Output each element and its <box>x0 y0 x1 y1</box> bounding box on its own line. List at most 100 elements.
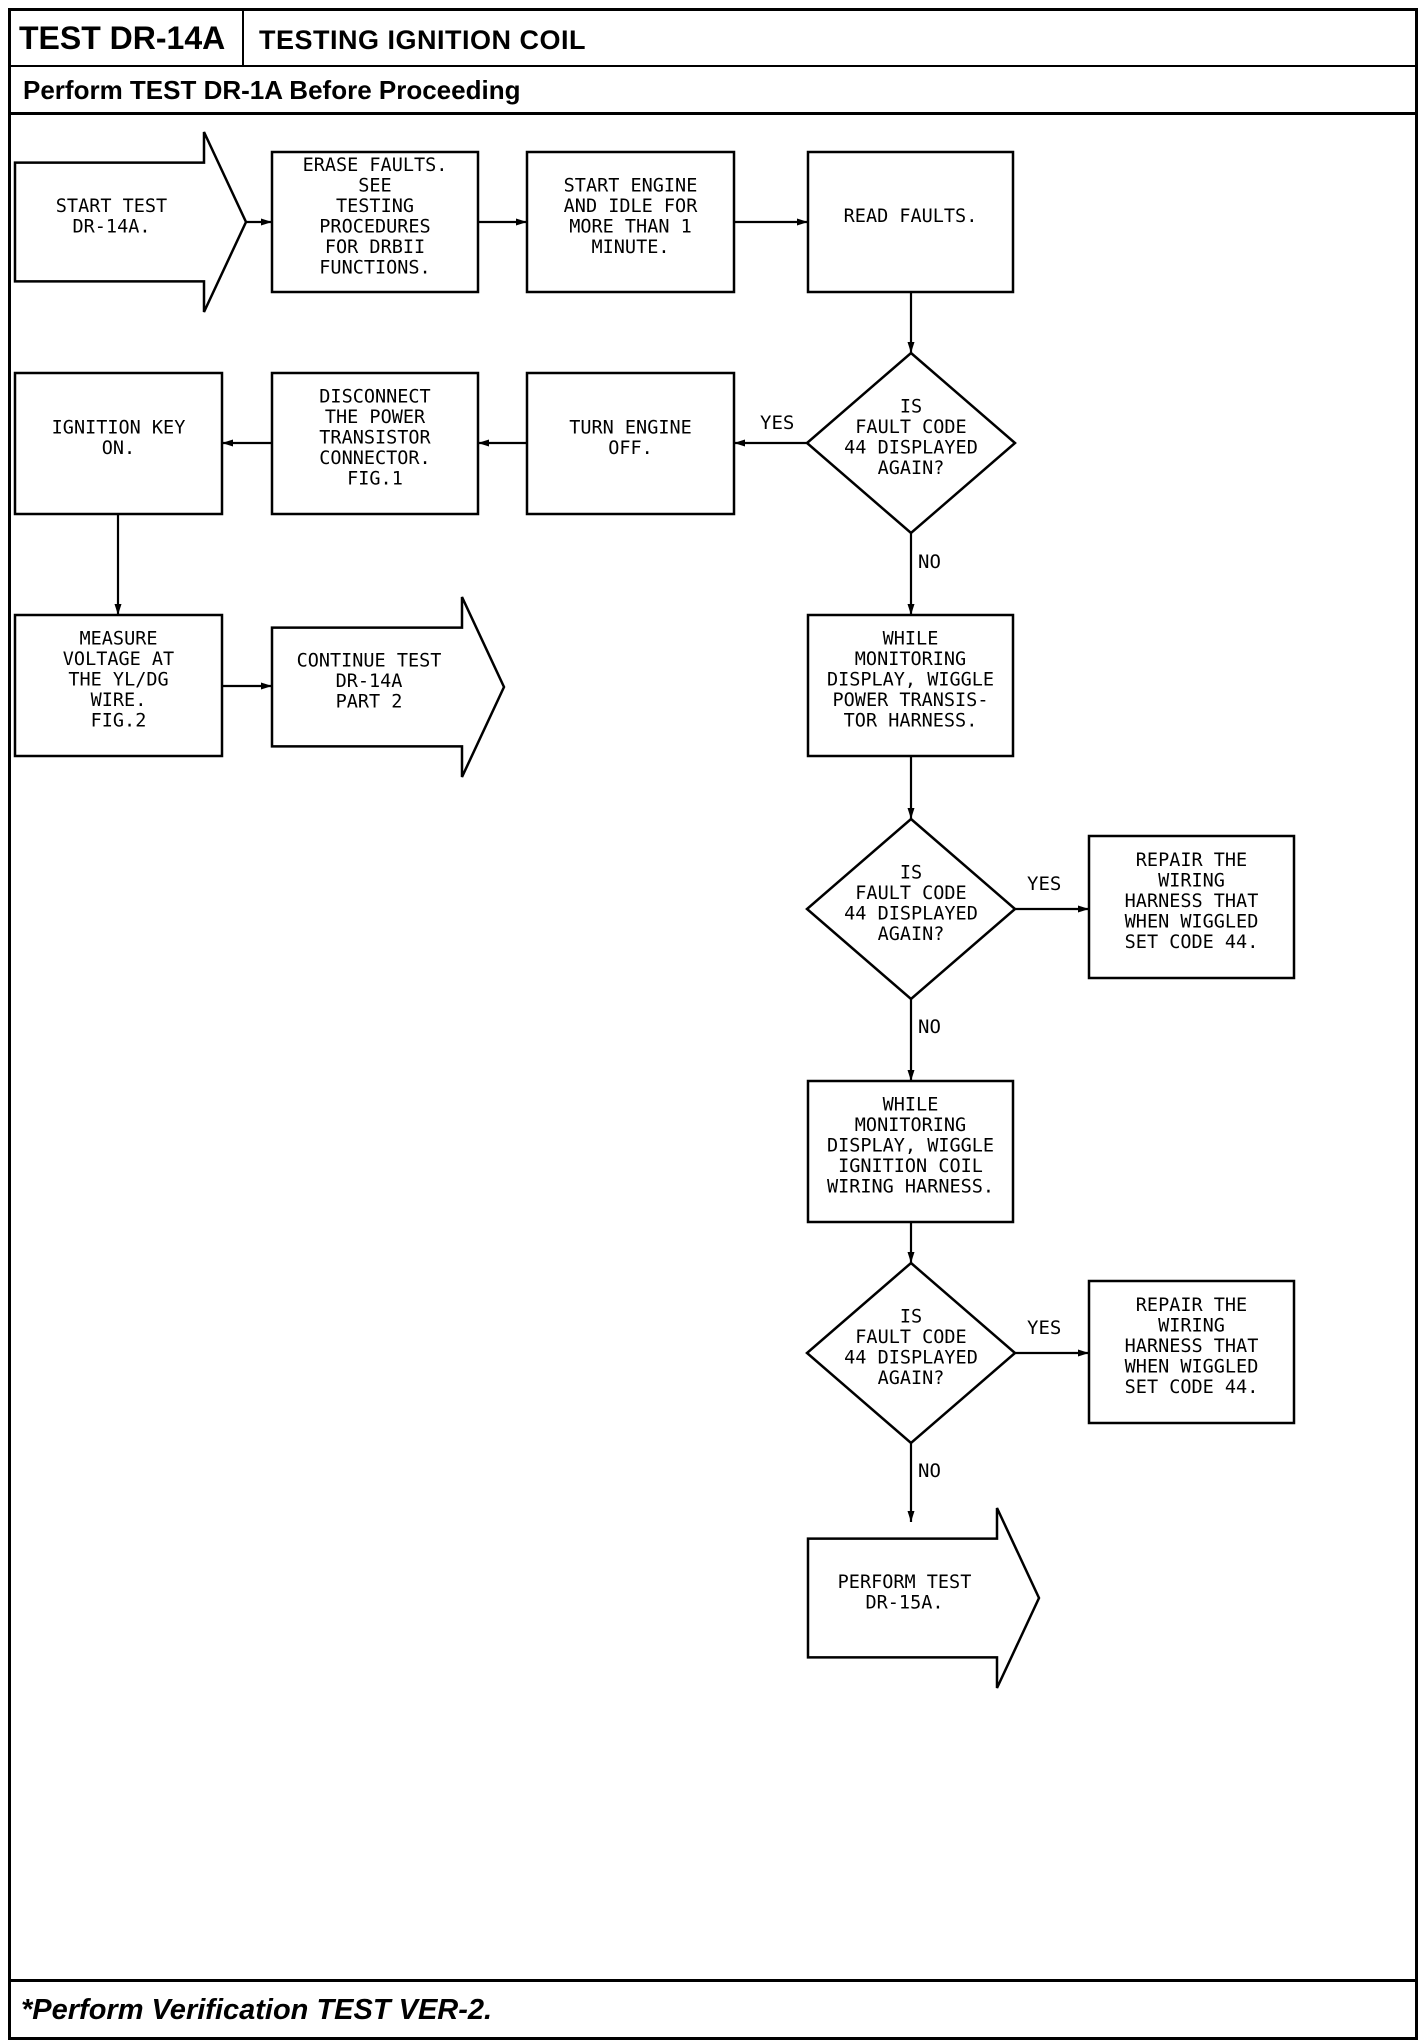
node-text-line: IS <box>900 862 922 883</box>
edge-label-no: NO <box>918 551 941 573</box>
node-read-faults: READ FAULTS. <box>806 150 1015 294</box>
node-text-line: WIRING HARNESS. <box>827 1177 994 1198</box>
process-box <box>270 371 480 516</box>
node-text-line: WHILE <box>883 1095 939 1116</box>
node-text-line: START TEST <box>56 196 167 217</box>
test-title: TESTING IGNITION COIL <box>259 25 586 55</box>
title-row: TEST DR-14A TESTING IGNITION COIL <box>11 11 1415 67</box>
node-text-line: HARNESS THAT <box>1125 891 1259 912</box>
node-text-line: PROCEDURES <box>319 216 430 237</box>
node-text-line: PART 2 <box>336 692 403 713</box>
connector-arrow-shape <box>806 1507 1041 1689</box>
edge-decision2-to-wiggle2: NO <box>907 999 941 1081</box>
test-procedure-sheet: TEST DR-14A TESTING IGNITION COIL Perfor… <box>8 8 1418 2040</box>
node-text-line: TURN ENGINE <box>569 417 692 438</box>
process-box <box>13 371 224 516</box>
edge-label-no: NO <box>918 1016 941 1038</box>
node-text-line: CONNECTOR. <box>319 448 430 469</box>
node-text-line: ON. <box>102 438 135 459</box>
decision-diamond <box>805 351 1017 535</box>
node-text-line: WHEN WIGGLED <box>1125 1357 1259 1378</box>
edge-label-yes: YES <box>1027 1317 1061 1339</box>
node-text-line: WIRE. <box>91 690 147 711</box>
node-text-line: POWER TRANSIS- <box>833 690 989 711</box>
node-text-line: SET CODE 44. <box>1125 932 1259 953</box>
node-text-line: THE YL/DG <box>68 670 168 691</box>
node-text-line: SEE <box>358 175 391 196</box>
node-text-line: CONTINUE TEST <box>297 651 442 672</box>
node-text-line: WIRING <box>1158 871 1225 892</box>
footer-note: *Perform Verification TEST VER-2. <box>11 1979 1415 2037</box>
node-text-line: THE POWER <box>325 407 426 428</box>
node-text-line: AGAIN? <box>878 458 945 479</box>
process-box <box>525 371 736 516</box>
node-text-line: AGAIN? <box>878 1368 945 1389</box>
node-text-line: IGNITION KEY <box>52 417 186 438</box>
node-text-line: MINUTE. <box>592 237 670 258</box>
node-text-line: TOR HARNESS. <box>844 711 978 732</box>
node-text-line: DISPLAY, WIGGLE <box>827 670 994 691</box>
node-text-line: MONITORING <box>855 649 966 670</box>
edge-decision3-to-repair2: YES <box>1015 1317 1089 1357</box>
node-text-line: WHILE <box>883 629 939 650</box>
node-text-line: PERFORM TEST <box>838 1572 972 1593</box>
node-text-line: FUNCTIONS. <box>319 257 430 278</box>
node-text-line: DR-15A. <box>866 1592 944 1613</box>
connector-arrow-shape <box>13 131 248 313</box>
node-text-line: DR-14A. <box>73 216 151 237</box>
process-box <box>806 150 1015 294</box>
node-text-line: FAULT CODE <box>855 417 966 438</box>
node-text-line: IS <box>900 1306 922 1327</box>
node-text-line: AND IDLE FOR <box>564 196 699 217</box>
connector-arrow-shape <box>270 596 506 778</box>
node-text-line: OFF. <box>608 438 653 459</box>
node-text-line: WIRING <box>1158 1316 1225 1337</box>
node-text-line: IS <box>900 396 922 417</box>
node-text-line: ERASE FAULTS. <box>303 155 448 176</box>
process-box <box>270 150 480 294</box>
node-text-line: FOR DRBII <box>325 237 425 258</box>
node-text-line: DISPLAY, WIGGLE <box>827 1136 994 1157</box>
node-text-line: MORE THAN 1 <box>569 216 692 237</box>
process-box <box>525 150 736 294</box>
node-text-line: WHEN WIGGLED <box>1125 912 1259 933</box>
prerequisite-note: Perform TEST DR-1A Before Proceeding <box>11 67 1415 115</box>
node-text-line: TESTING <box>336 196 414 217</box>
process-box <box>806 613 1015 758</box>
node-text-line: START ENGINE <box>564 175 698 196</box>
edge-label-no: NO <box>918 1460 941 1482</box>
node-text-line: FIG.2 <box>91 711 147 732</box>
edge-label-yes: YES <box>760 412 794 434</box>
node-text-line: AGAIN? <box>878 924 945 945</box>
node-text-line: TRANSISTOR <box>319 428 431 449</box>
node-text-line: MONITORING <box>855 1115 966 1136</box>
node-text-line: VOLTAGE AT <box>63 649 174 670</box>
node-text-line: REPAIR THE <box>1136 850 1247 871</box>
node-text-line: DR-14A <box>336 671 403 692</box>
node-text-line: FAULT CODE <box>855 883 966 904</box>
edge-decision2-to-repair1: YES <box>1015 873 1089 913</box>
decision-diamond <box>805 1261 1017 1445</box>
node-text-line: FAULT CODE <box>855 1327 966 1348</box>
edge-decision3-to-perform-15a: NO <box>907 1443 941 1522</box>
node-text-line: 44 DISPLAYED <box>844 437 978 458</box>
node-text-line: 44 DISPLAYED <box>844 903 978 924</box>
node-text-line: HARNESS THAT <box>1125 1336 1259 1357</box>
process-box <box>806 1079 1015 1224</box>
node-text-line: IGNITION COIL <box>838 1156 983 1177</box>
node-text-line: MEASURE <box>80 629 158 650</box>
process-box <box>1087 834 1296 980</box>
